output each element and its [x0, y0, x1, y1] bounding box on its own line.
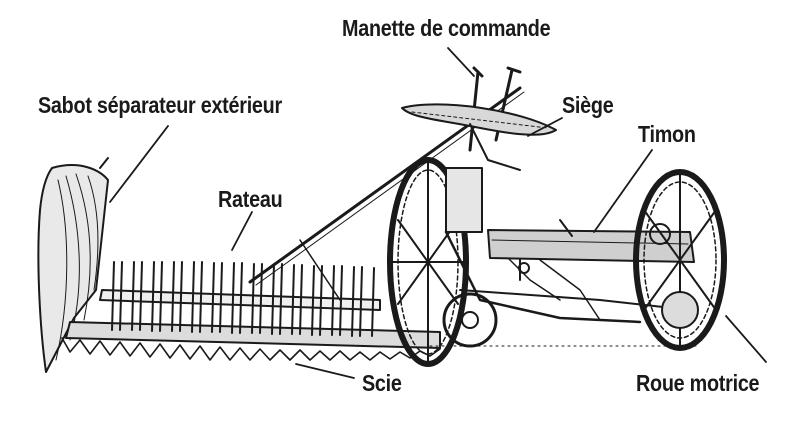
- main-frame: [442, 167, 691, 348]
- outer-separator-shoe: [37, 157, 109, 373]
- drive-wheel: [633, 169, 727, 351]
- label-rake: Rateau: [218, 186, 283, 212]
- leader-manette: [447, 47, 475, 77]
- seat: [401, 103, 557, 171]
- label-control-lever: Manette de commande: [342, 15, 551, 41]
- rake: [99, 261, 381, 337]
- leader-sabot: [109, 125, 169, 203]
- pole: [487, 219, 695, 263]
- label-outer-separator-shoe: Sabot séparateur extérieur: [38, 92, 282, 118]
- label-seat: Siège: [562, 92, 614, 118]
- leader-scie: [295, 363, 355, 379]
- label-pole: Timon: [638, 121, 696, 147]
- leader-lines: [109, 47, 767, 379]
- leader-roue: [725, 315, 767, 363]
- leader-siege: [527, 117, 563, 137]
- leader-timon: [593, 149, 653, 233]
- label-drive-wheel: Roue motrice: [636, 370, 760, 396]
- label-saw: Scie: [362, 370, 402, 396]
- leader-rateau: [231, 211, 253, 251]
- center-wheel: [387, 157, 469, 367]
- cutter-bar: [61, 321, 441, 361]
